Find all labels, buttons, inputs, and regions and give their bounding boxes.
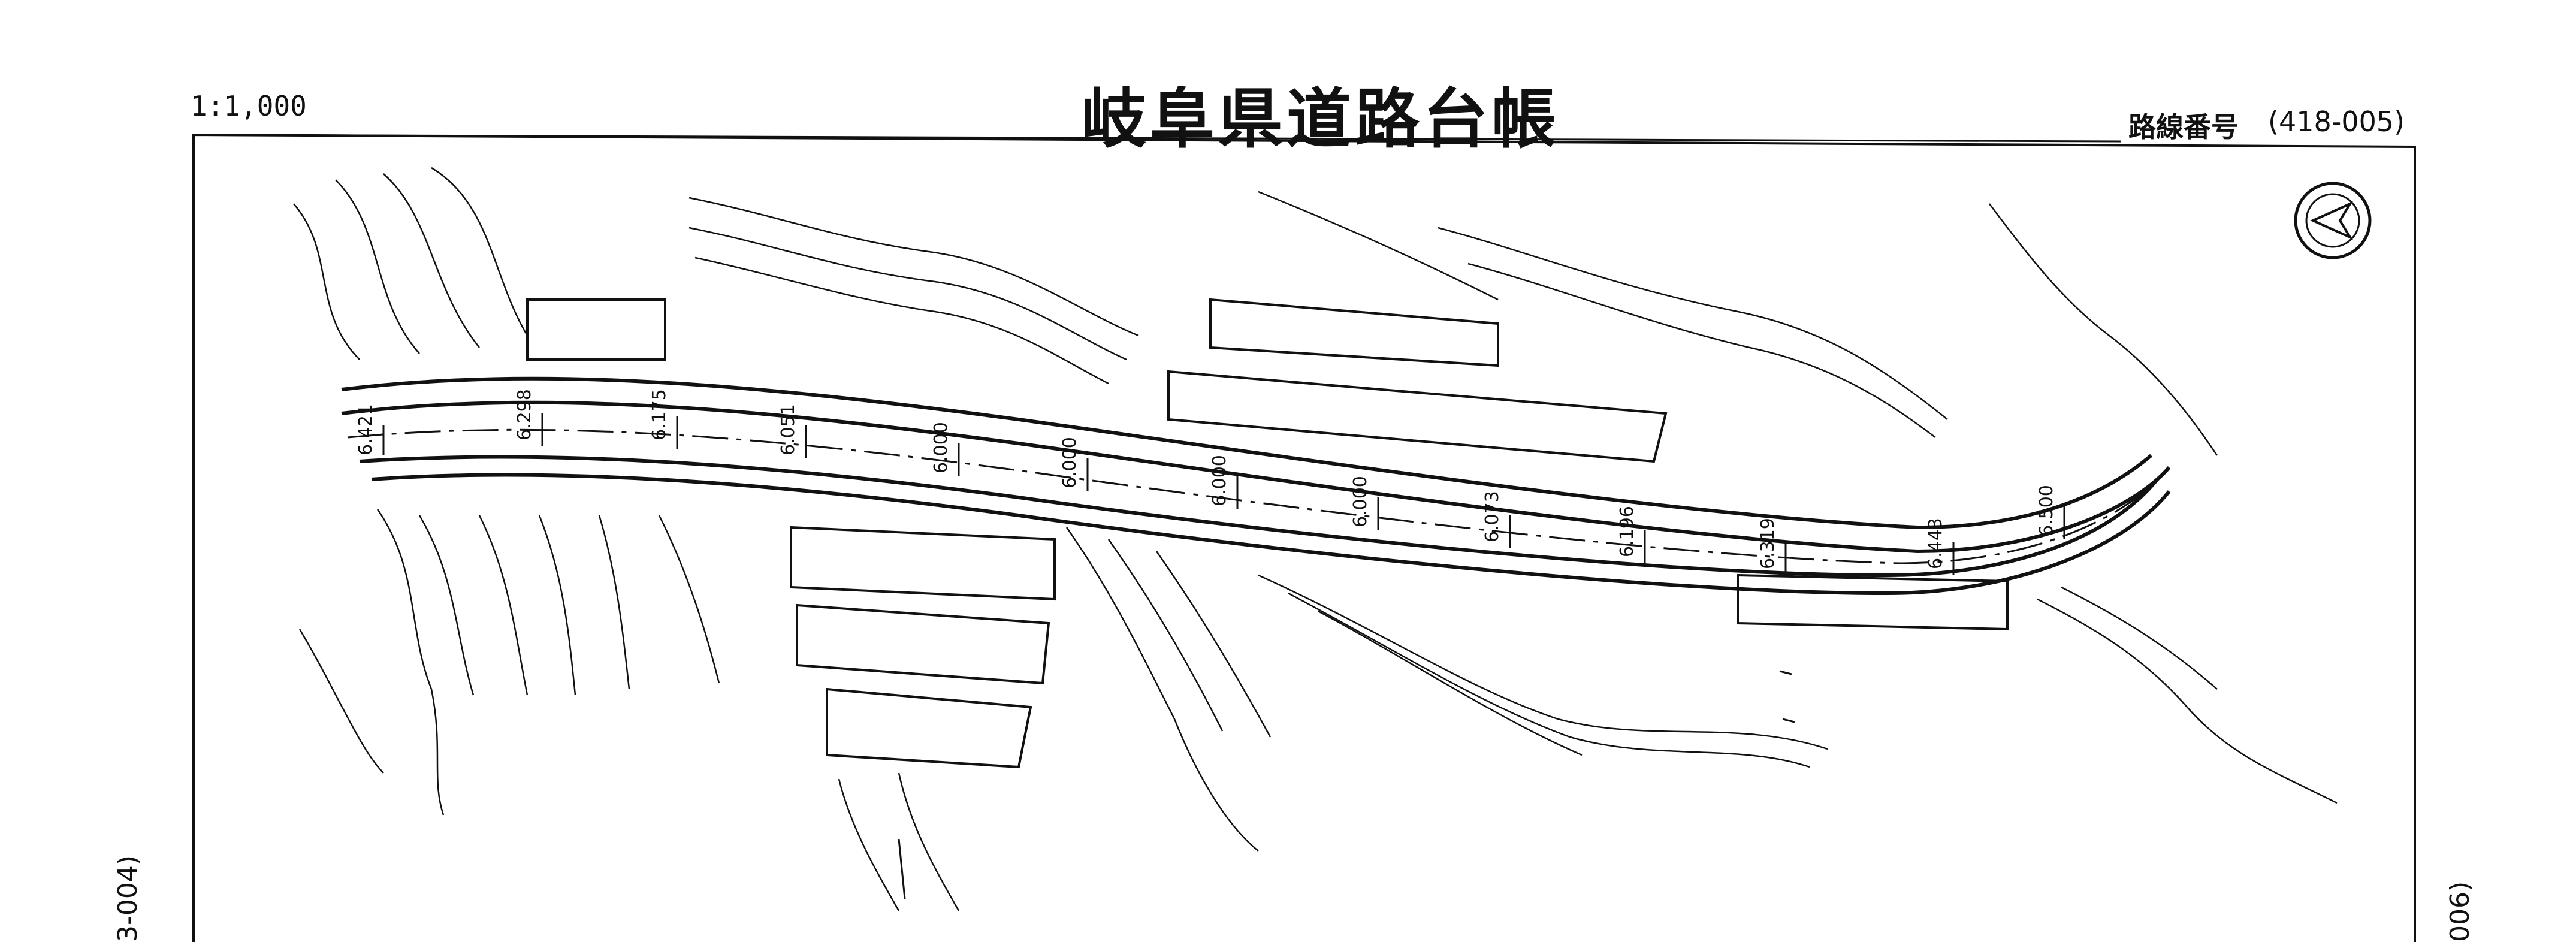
road-centerline [347, 428, 2164, 564]
route-number-label: 路線番号 [2128, 111, 2239, 143]
north-arrow-icon [2294, 182, 2372, 259]
route-number-value: (418-005) [2268, 105, 2405, 138]
survey-marks [898, 670, 1795, 899]
width-label: 6.175 [649, 389, 670, 440]
width-label: 6.000 [1350, 476, 1371, 527]
width-label: 6.196 [1617, 506, 1638, 557]
width-label: 6.443 [1925, 518, 1946, 569]
width-label: 6.298 [514, 389, 535, 440]
width-labels: 6.421 6.298 6.175 6.051 6.000 6.000 6.000 6.000… [355, 389, 2057, 569]
width-label: 6.500 [2036, 485, 2057, 536]
map-title: 岐阜県道路台帳 [1082, 82, 1560, 157]
width-ticks [382, 413, 2065, 575]
width-label: 6.000 [1059, 437, 1080, 488]
header-rule [193, 134, 2122, 143]
road [341, 376, 2171, 596]
width-label: 6.421 [355, 404, 376, 455]
scale-label: 1:1,000 [191, 90, 307, 122]
width-label: 6.000 [931, 422, 952, 473]
retaining-walls [526, 298, 2009, 769]
width-label: 6.319 [1757, 518, 1778, 569]
contour-lines [293, 167, 2338, 911]
width-label: 6.000 [1209, 455, 1230, 506]
sheet-frame [192, 133, 2416, 942]
width-label: 6.051 [778, 404, 799, 455]
width-label: 6.073 [1482, 491, 1503, 542]
